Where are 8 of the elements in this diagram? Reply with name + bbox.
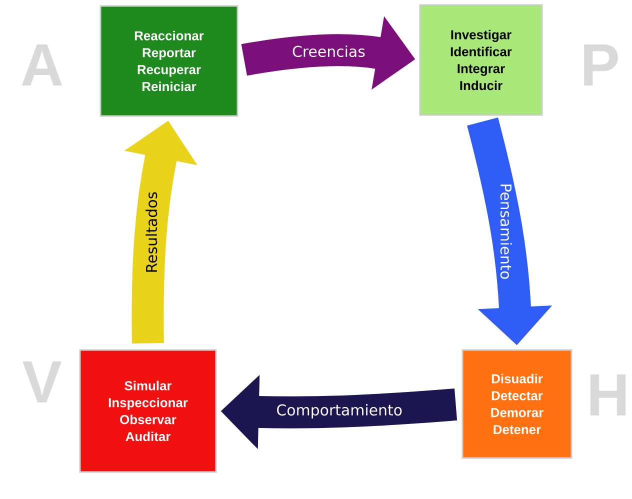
process-box: Simular Inspeccionar Observar Auditar (79, 349, 217, 473)
process-box: Disuadir Detectar Demorar Detener (462, 349, 572, 459)
process-box: Reaccionar Reportar Recuperar Reiniciar (100, 5, 238, 117)
process-box: Investigar Identificar Integrar Inducir (419, 4, 543, 116)
edge-label: Pensamiento (499, 182, 513, 281)
edge-label: Comportamiento (275, 403, 404, 420)
edge-label: Resultados (144, 190, 158, 274)
edge-label: Creencias (291, 44, 366, 58)
